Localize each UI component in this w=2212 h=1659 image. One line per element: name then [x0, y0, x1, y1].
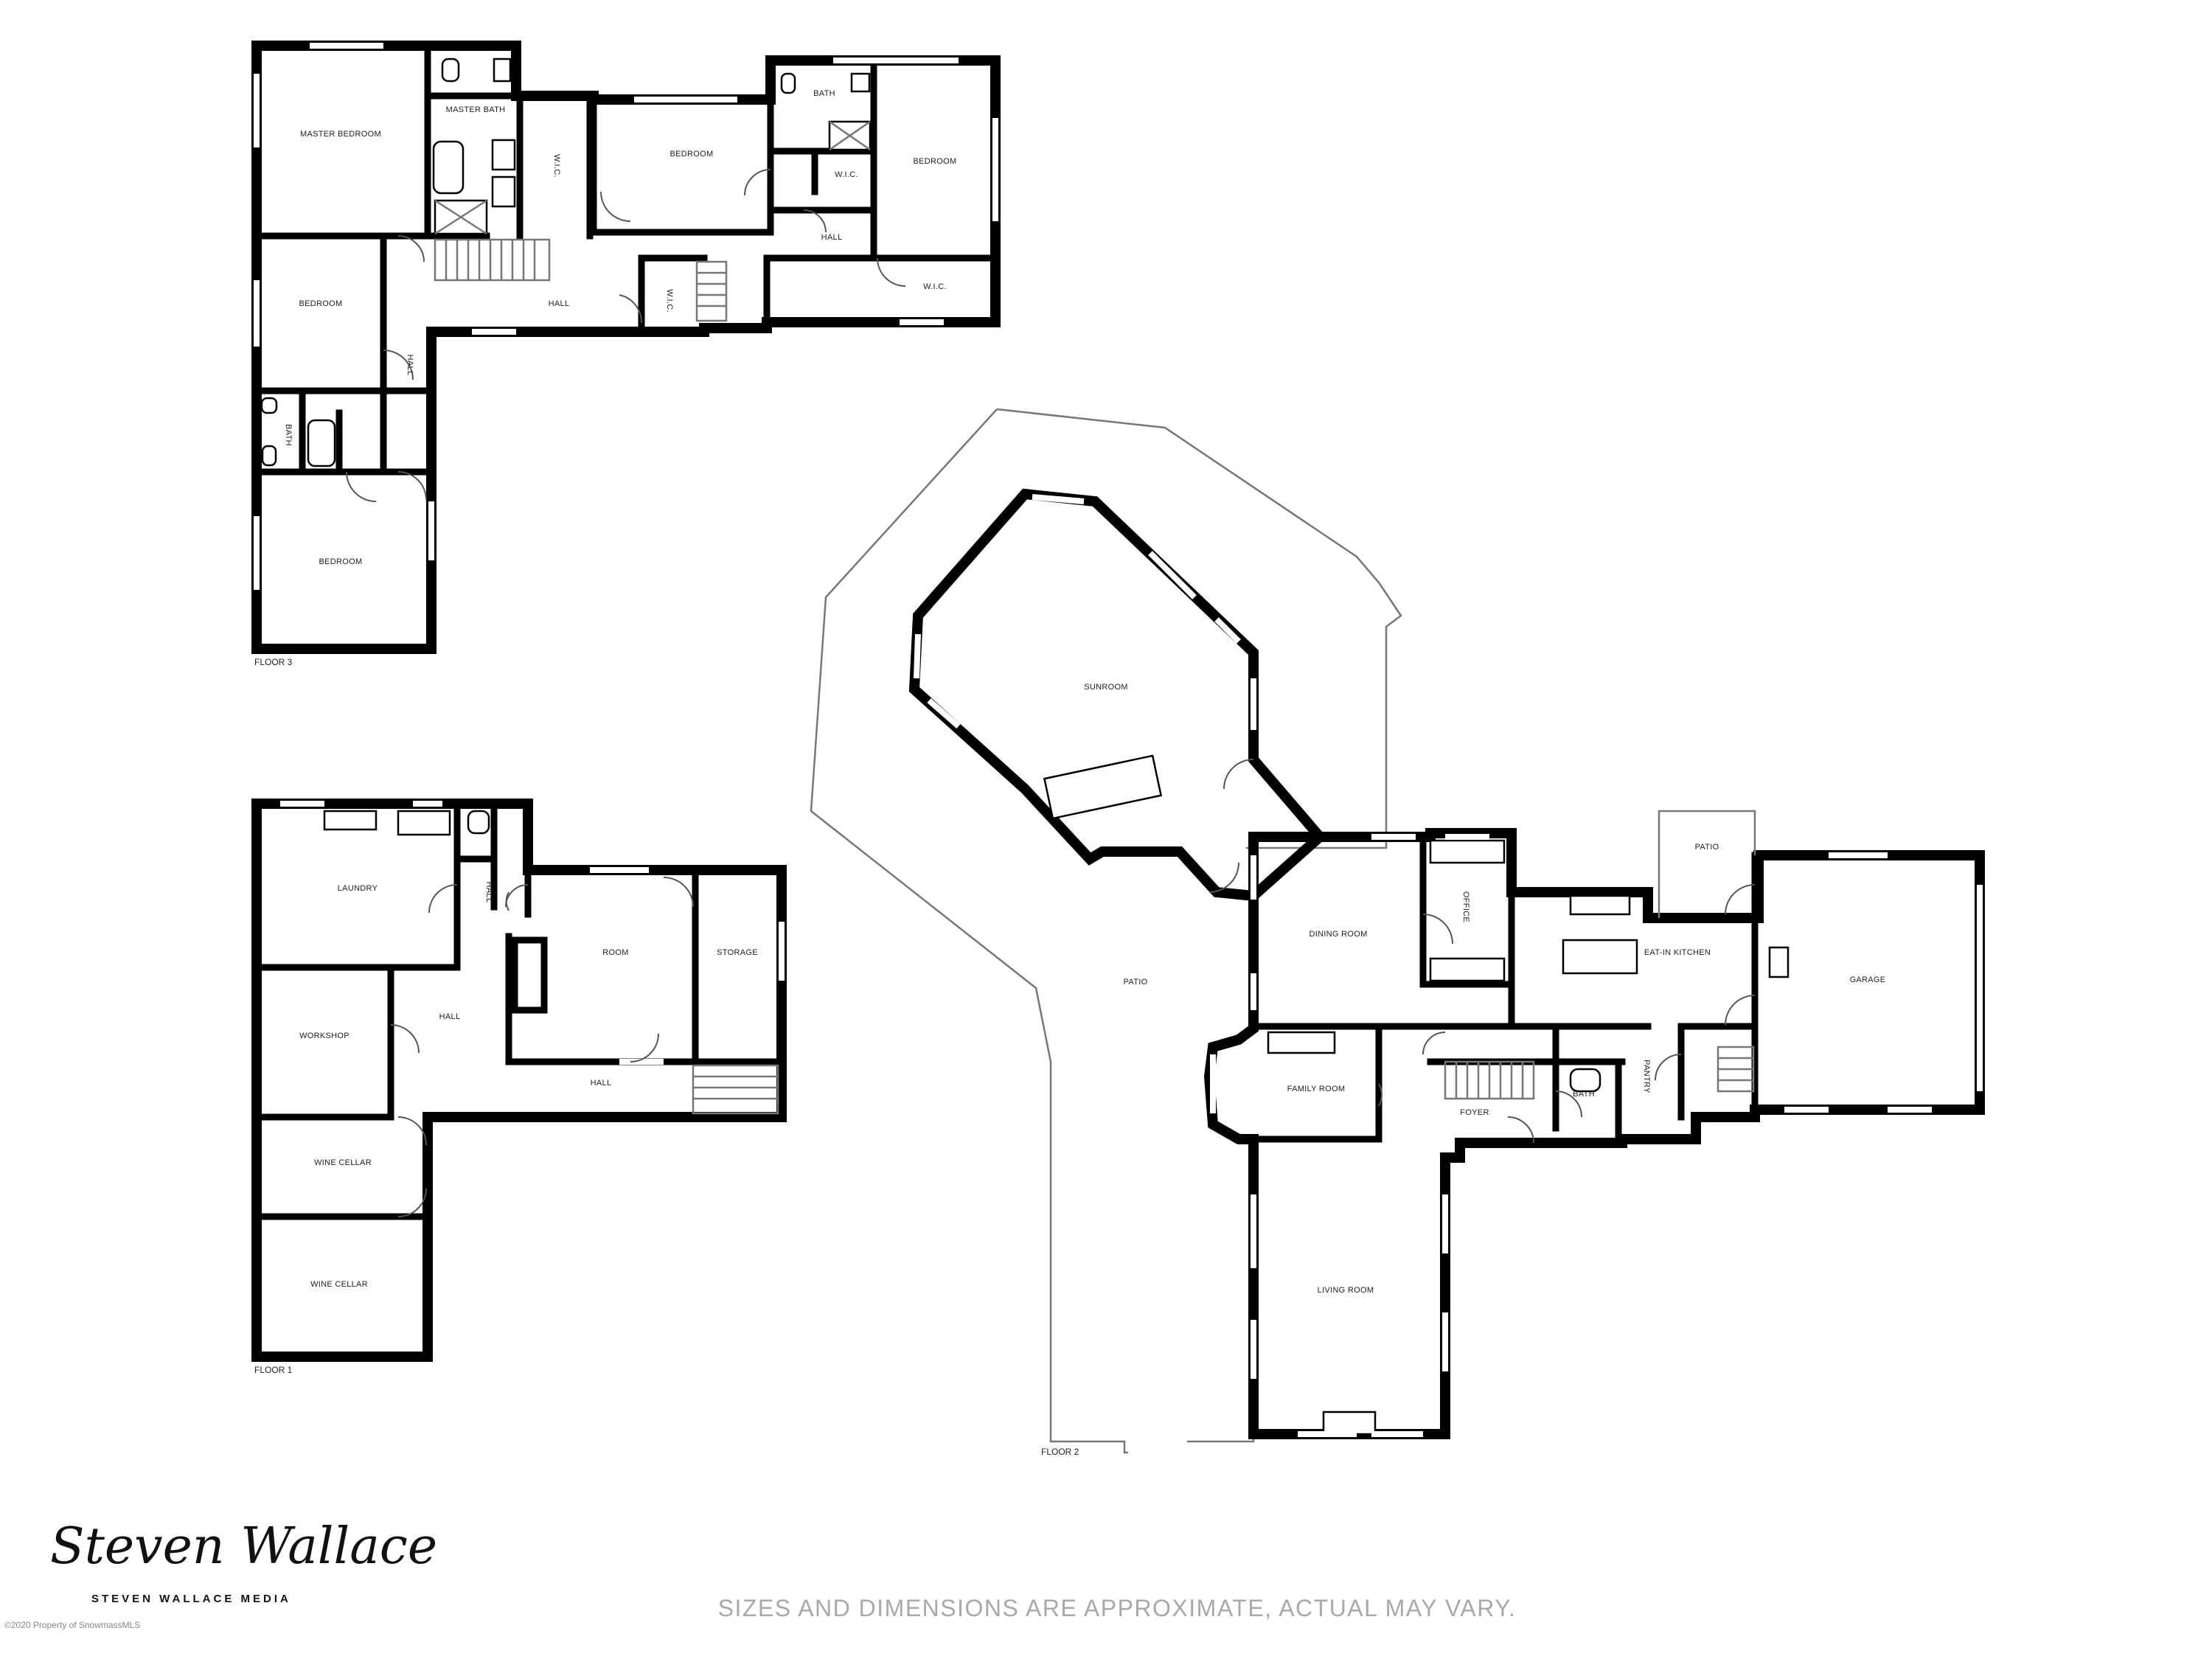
floor-2-plan: SUNROOM PATIO DINING ROOM OFFICE EAT-IN … — [810, 408, 1985, 1457]
branding: Steven Wallace STEVEN WALLACE MEDIA ©202… — [4, 1517, 437, 1630]
garage-label: GARAGE — [1850, 975, 1886, 984]
wine-cellar-label: WINE CELLAR — [314, 1158, 372, 1167]
disclaimer-text: SIZES AND DIMENSIONS ARE APPROXIMATE, AC… — [718, 1595, 1517, 1621]
hall-label: HALL — [821, 233, 843, 242]
wine-cellar-label: WINE CELLAR — [310, 1280, 368, 1289]
floor-1-plan: LAUNDRY HALL ROOM STORAGE WORKSHOP HALL … — [251, 799, 787, 1375]
bath-label: BATH — [284, 424, 293, 446]
floor-3-label: FLOOR 3 — [254, 657, 293, 667]
wic-label: W.I.C. — [552, 154, 561, 178]
office-label: OFFICE — [1461, 891, 1470, 922]
patio-label: PATIO — [1695, 843, 1719, 852]
laundry-label: LAUNDRY — [338, 884, 378, 893]
room-label: ROOM — [602, 948, 628, 957]
bath-label: BATH — [1573, 1090, 1595, 1099]
sunroom-label: SUNROOM — [1084, 683, 1128, 692]
wic-label: W.I.C. — [923, 282, 947, 291]
foyer-label: FOYER — [1460, 1108, 1489, 1117]
bedroom-label: BEDROOM — [914, 157, 957, 166]
patio-label: PATIO — [1124, 978, 1148, 987]
floor-2-label: FLOOR 2 — [1041, 1447, 1079, 1457]
dining-room-label: DINING ROOM — [1309, 930, 1367, 939]
pantry-label: PANTRY — [1642, 1060, 1651, 1093]
signature-logo: Steven Wallace — [50, 1517, 437, 1576]
bedroom-label: BEDROOM — [670, 150, 714, 159]
bedroom-label: BEDROOM — [319, 557, 363, 566]
floor-1-label: FLOOR 1 — [254, 1365, 293, 1375]
wic-label: W.I.C. — [835, 170, 858, 179]
living-room-label: LIVING ROOM — [1318, 1286, 1374, 1295]
copyright-text: ©2020 Property of SnowmassMLS — [4, 1620, 140, 1630]
hall-label: HALL — [591, 1079, 612, 1088]
hall-label: HALL — [484, 882, 493, 903]
bedroom-label: BEDROOM — [299, 299, 343, 308]
hall-label: HALL — [549, 299, 570, 308]
master-bath-label: MASTER BATH — [446, 105, 506, 114]
bath-label: BATH — [813, 89, 835, 98]
hall-label: HALL — [406, 355, 414, 376]
storage-label: STORAGE — [717, 948, 758, 957]
workshop-label: WORKSHOP — [299, 1032, 349, 1040]
family-room-label: FAMILY ROOM — [1287, 1085, 1346, 1093]
company-name: STEVEN WALLACE MEDIA — [91, 1593, 291, 1605]
eat-in-kitchen-label: EAT-IN KITCHEN — [1644, 948, 1711, 957]
wic-label: W.I.C. — [665, 289, 674, 313]
floor-3-plan: MASTER BEDROOM MASTER BATH W.I.C. BEDROO… — [251, 41, 1001, 667]
hall-label: HALL — [439, 1012, 461, 1021]
master-bedroom-label: MASTER BEDROOM — [300, 130, 381, 139]
